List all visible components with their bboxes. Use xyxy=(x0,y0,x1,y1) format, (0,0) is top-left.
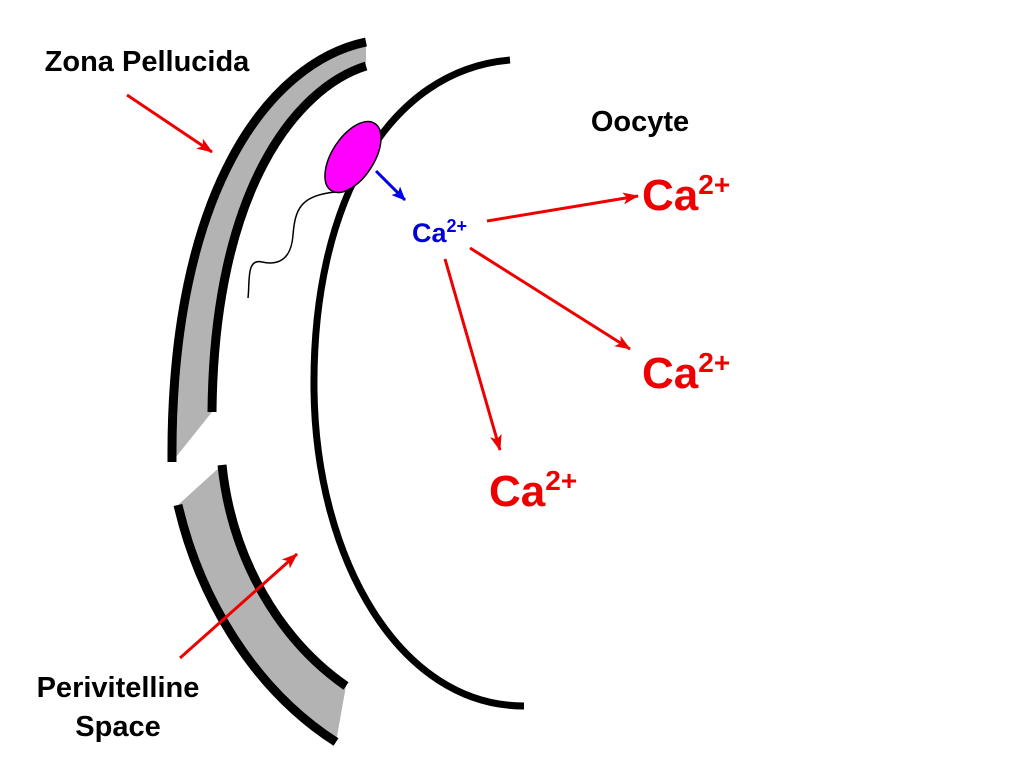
calcium-release-arrow xyxy=(374,169,407,202)
calcium-ion-wave-upper: Ca2+ xyxy=(642,169,730,220)
oocyte-label: Oocyte xyxy=(591,106,689,138)
calcium-ion-wave-middle-charge: 2+ xyxy=(698,347,730,378)
calcium-ion-wave-upper-charge: 2+ xyxy=(698,169,730,200)
calcium-ion-released-charge: 2+ xyxy=(447,216,468,236)
calcium-ion-released: Ca2+ xyxy=(412,216,467,248)
zona-pellucida-label: Zona Pellucida xyxy=(45,46,251,78)
calcium-ion-wave-lower: Ca2+ xyxy=(489,465,577,516)
sperm-head xyxy=(324,120,382,194)
perivitelline-label-line2: Space xyxy=(75,711,160,743)
calcium-ion-wave-lower-charge: 2+ xyxy=(545,465,577,496)
zona-inner-edge-upper xyxy=(207,61,368,413)
calcium-ion-wave-middle: Ca2+ xyxy=(642,347,730,398)
sperm-tail xyxy=(247,191,337,299)
zona-pellucida-pointer-arrow xyxy=(126,93,213,154)
calcium-wave-arrow-upper xyxy=(486,192,639,223)
calcium-wave-arrow-middle xyxy=(469,246,631,351)
oocyte-membrane xyxy=(310,56,525,710)
zona-outer-edge-lower xyxy=(173,503,339,746)
zona-outer-edge-upper xyxy=(167,37,367,463)
calcium-ion-released-symbol: Ca xyxy=(412,218,447,248)
calcium-ion-wave-middle-symbol: Ca xyxy=(642,349,699,398)
perivitelline-label-line1: Perivitelline xyxy=(37,672,200,704)
calcium-wave-arrow-lower xyxy=(443,258,502,451)
zona-inner-edge-lower xyxy=(217,464,349,690)
perivitelline-pointer-arrow xyxy=(179,552,298,660)
zona-pellucida-upper xyxy=(171,42,366,462)
zona-pellucida-lower xyxy=(178,465,346,742)
calcium-ion-wave-lower-symbol: Ca xyxy=(489,467,546,516)
calcium-ion-wave-upper-symbol: Ca xyxy=(642,171,699,220)
